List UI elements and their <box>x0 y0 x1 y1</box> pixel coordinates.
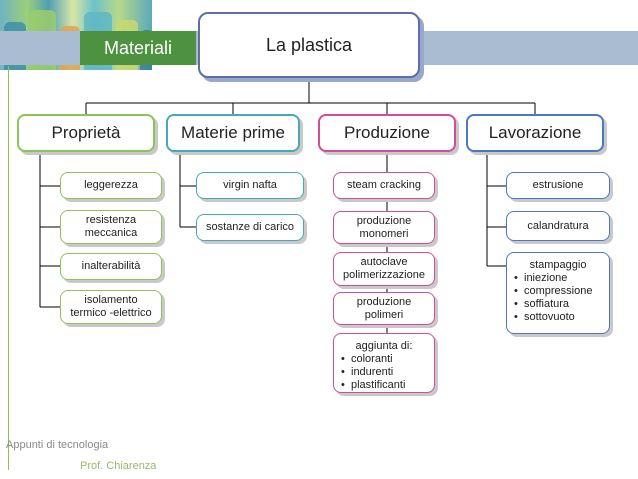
additives-box: aggiunta di: coloranti indurenti plastif… <box>333 333 435 393</box>
item-isolamento: isolamento termico -elettrico <box>60 290 162 324</box>
section-label: Materiali <box>103 38 173 58</box>
left-rule <box>8 66 9 470</box>
molding-box: stampaggio iniezione compressione soffia… <box>506 252 610 334</box>
molding-item: iniezione <box>513 272 603 285</box>
item-produzione-monomeri: produzione monomeri <box>333 211 435 244</box>
item-estrusione: estrusione <box>506 172 610 199</box>
item-autoclave: autoclave polimerizzazione <box>333 252 435 286</box>
molding-item: soffiatura <box>513 298 603 311</box>
item-inalterabilita: inalterabilità <box>60 253 162 280</box>
category-produzione: Produzione <box>318 114 456 152</box>
diagram-title: La plastica <box>198 12 420 78</box>
item-calandratura: calandratura <box>506 211 610 241</box>
molding-heading: stampaggio <box>529 259 587 271</box>
item-leggerezza: leggerezza <box>60 172 162 199</box>
molding-item: compressione <box>513 285 603 298</box>
additive-item: indurenti <box>340 366 428 379</box>
category-materie-prime: Materie prime <box>166 114 300 152</box>
category-proprieta: Proprietà <box>17 114 155 152</box>
molding-item: sottovuoto <box>513 311 603 324</box>
additives-heading: aggiunta di: <box>355 340 413 352</box>
category-lavorazione: Lavorazione <box>466 114 604 152</box>
footer-course: Appunti di tecnologia <box>6 439 109 451</box>
item-steam-cracking: steam cracking <box>333 172 435 199</box>
item-virgin-nafta: virgin nafta <box>196 172 304 199</box>
additive-item: plastificanti <box>340 379 428 392</box>
item-produzione-polimeri: produzione polimeri <box>333 292 435 325</box>
section-tab <box>80 31 196 65</box>
item-sostanze-di-carico: sostanze di carico <box>196 214 304 241</box>
item-resistenza-meccanica: resistenza meccanica <box>60 210 162 244</box>
footer-author: Prof. Chiarenza <box>80 460 157 472</box>
additive-item: coloranti <box>340 353 428 366</box>
